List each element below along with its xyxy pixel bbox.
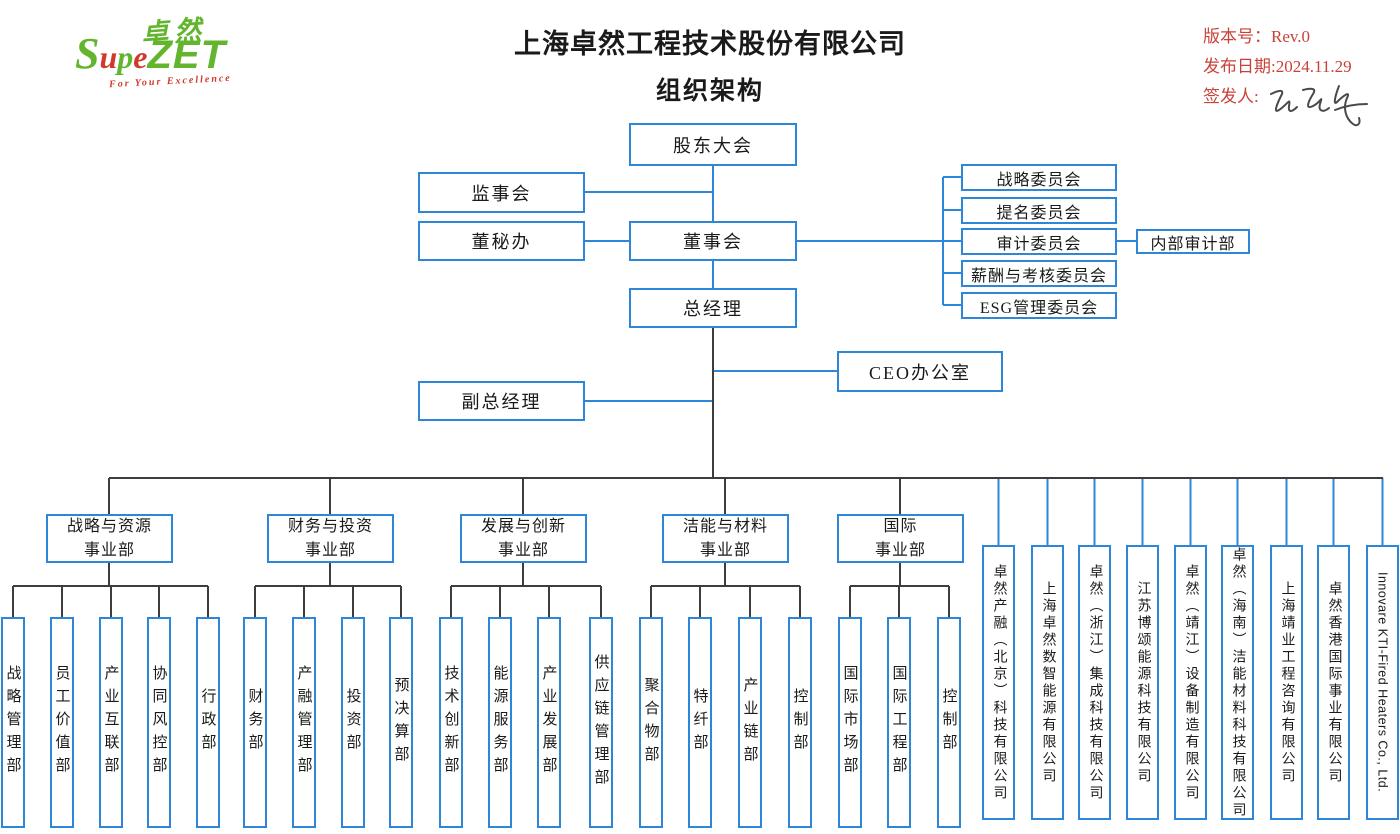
dept-supply-chain-management: 供应链管理部 (589, 617, 613, 828)
subsidiary-jiangsu-bosong-energy: 江苏博颂能源科技有限公司 (1126, 545, 1159, 820)
signer-line: 签发人: (1203, 87, 1259, 106)
release-date-line: 发布日期:2024.11.29 (1203, 57, 1352, 76)
dept-international-market: 国际市场部 (838, 617, 862, 828)
dept-industry-development: 产业发展部 (537, 617, 561, 828)
node-shareholders-meeting: 股东大会 (629, 123, 797, 166)
dept-control-international: 控制部 (937, 617, 961, 828)
node-internal-audit-dept: 内部审计部 (1136, 229, 1250, 254)
logo-wordmark: SupeZET (75, 32, 226, 76)
node-audit-committee: 审计委员会 (961, 228, 1117, 255)
division-strategy-resources: 战略与资源事业部 (46, 514, 173, 563)
chart-title: 组织架构 (655, 78, 764, 105)
logo-letter: S (75, 29, 100, 78)
node-board-of-directors: 董事会 (629, 221, 797, 261)
logo-letter: ZET (147, 33, 227, 77)
dept-technology-innovation: 技术创新部 (439, 617, 463, 828)
node-deputy-general-manager: 副总经理 (418, 381, 585, 421)
dept-international-engineering: 国际工程部 (887, 617, 911, 828)
subsidiary-zhuoran-chanrong-beijing: 卓然产融（北京）科技有限公司 (982, 545, 1015, 820)
dept-employee-value: 员工价值部 (50, 617, 74, 828)
company-name-title: 上海卓然工程技术股份有限公司 (514, 29, 906, 59)
node-nomination-committee: 提名委员会 (961, 197, 1117, 224)
dept-synergy-risk-control: 协同风控部 (147, 617, 171, 828)
node-compensation-appraisal-committee: 薪酬与考核委员会 (961, 260, 1117, 287)
subsidiary-shanghai-zhuoran-shuzhi-energy: 上海卓然数智能源有限公司 (1031, 545, 1064, 820)
node-esg-committee: ESG管理委员会 (961, 292, 1117, 319)
division-international: 国际事业部 (837, 514, 964, 563)
dept-administration: 行政部 (196, 617, 220, 828)
subsidiary-zhuoran-hainan-clean-materials: 卓然（海南）洁能材料科技有限公司 (1221, 545, 1254, 820)
dept-industry-chain: 产业链部 (738, 617, 762, 828)
dept-budget-final-accounts: 预决算部 (389, 617, 413, 828)
page-title: 上海卓然工程技术股份有限公司 组织架构 (410, 22, 1010, 107)
dept-investment: 投资部 (341, 617, 365, 828)
subsidiary-zhuoran-zhejiang-integration: 卓然（浙江）集成科技有限公司 (1078, 545, 1111, 820)
node-supervisory-board: 监事会 (418, 172, 585, 213)
company-logo: 卓然 SupeZET For Your Excellence (75, 8, 275, 108)
version-line: 版本号：Rev.0 (1203, 27, 1311, 46)
division-development-innovation: 发展与创新事业部 (460, 514, 587, 563)
subsidiary-zhuoran-hongkong-international: 卓然香港国际事业有限公司 (1317, 545, 1350, 820)
dept-industry-interconnect: 产业互联部 (99, 617, 123, 828)
subsidiary-innovare-kti-fired-heaters: Innovare KTI-Fired Heaters Co., Ltd. (1366, 545, 1399, 820)
node-ceo-office: CEO办公室 (837, 351, 1003, 392)
dept-energy-services: 能源服务部 (488, 617, 512, 828)
subsidiary-zhuoran-jingjiang-equipment: 卓然（靖江）设备制造有限公司 (1174, 545, 1207, 820)
dept-strategy-management: 战略管理部 (1, 617, 25, 828)
logo-letter: p (117, 39, 134, 75)
node-board-secretary-office: 董秘办 (418, 221, 585, 261)
dept-industry-finance-management: 产融管理部 (292, 617, 316, 828)
division-clean-energy-materials: 洁能与材料事业部 (662, 514, 789, 563)
dept-special-fiber: 特纤部 (688, 617, 712, 828)
logo-letter: u (99, 39, 118, 75)
dept-control-clean-energy: 控制部 (788, 617, 812, 828)
dept-finance: 财务部 (243, 617, 267, 828)
node-general-manager: 总经理 (629, 288, 797, 328)
revision-block: 版本号：Rev.0 发布日期:2024.11.29 签发人: (1203, 22, 1368, 127)
division-finance-investment: 财务与投资事业部 (267, 514, 394, 563)
node-strategy-committee: 战略委员会 (961, 164, 1117, 191)
logo-letter: e (133, 39, 148, 75)
subsidiary-shanghai-jingye-consulting: 上海靖业工程咨询有限公司 (1270, 545, 1303, 820)
dept-polymer: 聚合物部 (639, 617, 663, 828)
signature-scribble (1265, 80, 1375, 142)
